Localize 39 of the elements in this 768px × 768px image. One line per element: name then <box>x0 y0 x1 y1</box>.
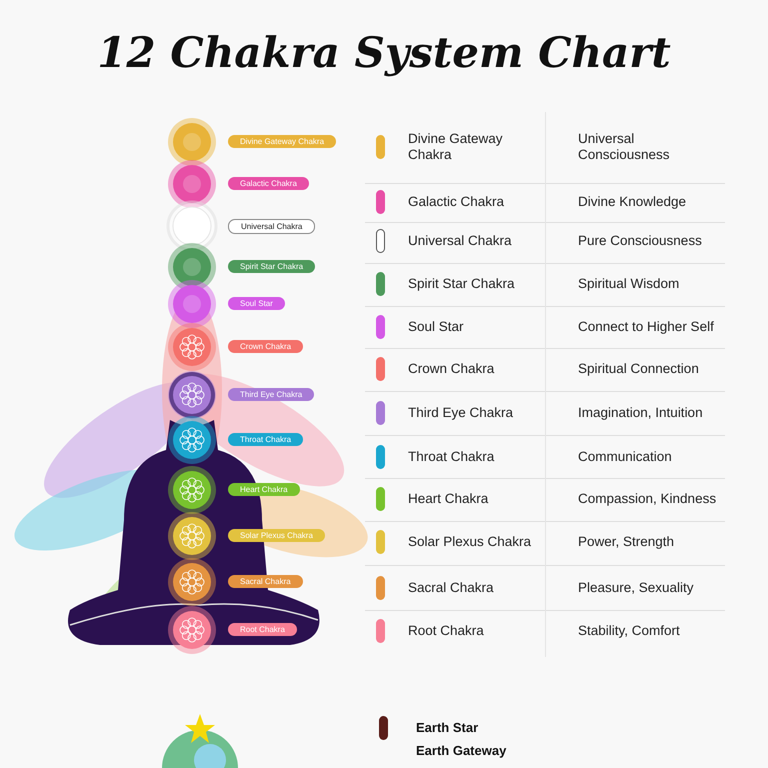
chakra-name: Soul Star <box>408 319 465 335</box>
chakra-name: Spirit Star Chakra <box>408 276 516 292</box>
chakra-label: Galactic Chakra <box>228 177 309 190</box>
chart-title: 12 Chakra System Chart <box>96 28 672 77</box>
chakra-meaning: Divine Knowledge <box>578 194 688 210</box>
chakra-name: Root Chakra <box>408 623 485 639</box>
chakra-label: Soul Star <box>228 297 285 310</box>
chakra-name: Solar Plexus Chakra <box>408 534 532 550</box>
chakra-label: Universal Chakra <box>228 219 316 234</box>
chakra-label: Spirit Star Chakra <box>228 260 316 273</box>
chakra-label: Solar Plexus Chakra <box>228 529 325 542</box>
chakra-name: Galactic Chakra <box>408 194 506 210</box>
chakra-meaning: Universal Consciousness <box>578 131 671 163</box>
note-text: Earth Gateway <box>416 743 506 758</box>
chakra-label: Throat Chakra <box>228 433 304 446</box>
chakra-meaning: Connect to Higher Self <box>578 319 715 335</box>
chakra-meaning: Spiritual Connection <box>578 361 700 377</box>
chakra-name: Third Eye Chakra <box>408 405 514 421</box>
chakra-name: Sacral Chakra <box>408 580 495 596</box>
chakra-meaning: Imagination, Intuition <box>578 405 704 421</box>
chakra-label: Heart Chakra <box>228 483 300 496</box>
chakra-meaning: Spiritual Wisdom <box>578 276 680 292</box>
chakra-label: Third Eye Chakra <box>228 388 314 401</box>
chakra-name: Heart Chakra <box>408 491 490 507</box>
chakra-meaning: Pleasure, Sexuality <box>578 580 695 596</box>
chakra-meaning: Power, Strength <box>578 534 676 550</box>
chakra-label: Divine Gateway Chakra <box>228 135 336 148</box>
chakra-meaning: Communication <box>578 449 673 465</box>
chakra-label: Crown Chakra <box>228 340 304 353</box>
chakra-name: Divine Gateway Chakra <box>408 131 504 163</box>
chakra-name: Universal Chakra <box>408 233 513 249</box>
chakra-meaning: Pure Consciousness <box>578 233 703 249</box>
chakra-label: Root Chakra <box>228 623 297 636</box>
chakra-name: Crown Chakra <box>408 361 496 377</box>
chakra-meaning: Stability, Comfort <box>578 623 681 639</box>
chakra-name: Throat Chakra <box>408 449 496 465</box>
legend-text: Earth Star <box>416 720 478 735</box>
chakra-meaning: Compassion, Kindness <box>578 491 718 507</box>
chakra-label: Sacral Chakra <box>228 575 303 588</box>
